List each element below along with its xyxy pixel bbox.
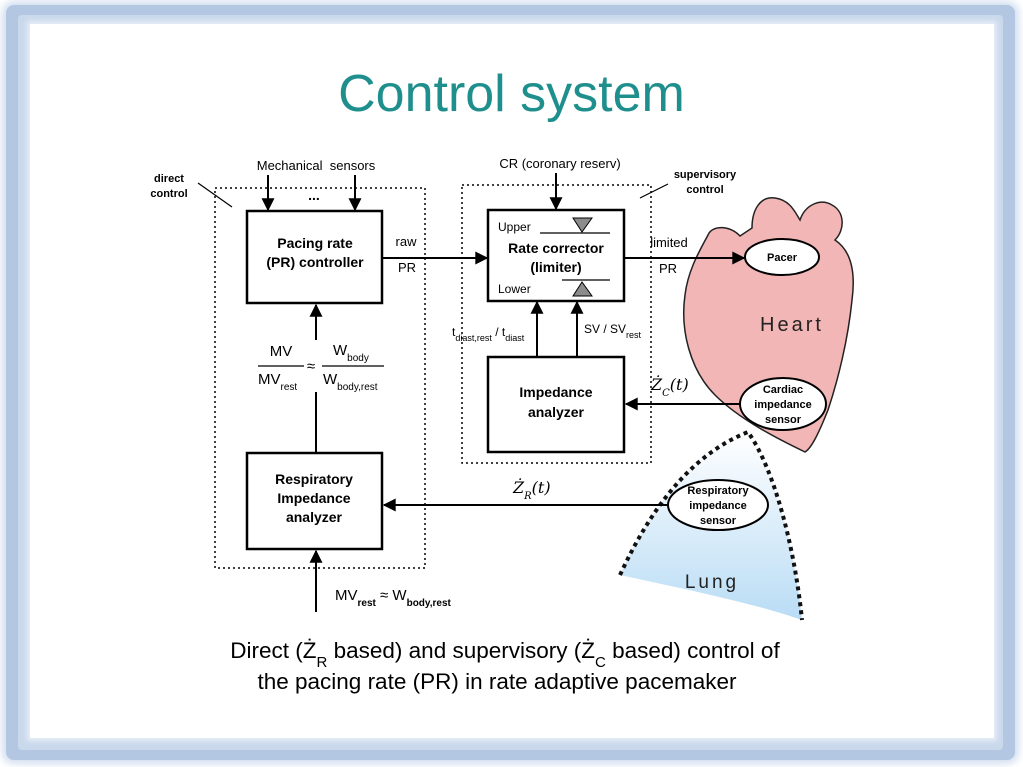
formula-mv-rest-sub: rest	[281, 382, 298, 393]
impedance-box-line1: Impedance	[519, 384, 592, 400]
pacing-rate-controller-box	[245, 209, 384, 305]
bottom-body-rest-sub: body,rest	[407, 598, 452, 609]
zc-arg: (t)	[670, 375, 689, 394]
lower-limit-label: Lower	[498, 282, 531, 296]
pacer-node	[744, 238, 820, 276]
pacing-box-line2: (PR) controller	[266, 254, 364, 270]
lung-label: Lung	[685, 572, 739, 593]
cardiac-sensor-line3: sensor	[765, 414, 802, 426]
formula-approx: ≈	[307, 358, 315, 375]
sv-main: SV / SV	[584, 322, 626, 336]
tdiast-ratio-label: tdiast,rest / tdiast	[452, 325, 525, 343]
supervisory-label-leader	[639, 183, 669, 199]
sv-ratio-label: SV / SVrest	[584, 322, 642, 340]
direct-label-leader	[197, 182, 233, 208]
rate-box-line2: (limiter)	[530, 259, 581, 275]
tdiast-sub2: diast	[505, 333, 525, 343]
raw-pr-label: PR	[398, 260, 416, 275]
slide-title: Control system	[338, 65, 685, 123]
tdiast-sub1: diast,rest	[455, 333, 492, 343]
lung-outline	[618, 429, 804, 621]
cardiac-sensor-line1: Cardiac	[763, 384, 803, 396]
zr-sym: Ż	[512, 477, 525, 497]
zc-sym: Ż	[650, 374, 663, 394]
rate-box-line1: Rate corrector	[508, 240, 604, 256]
upper-limit-label: Upper	[498, 220, 531, 234]
formula-w-body-rest: Wbody,rest	[323, 371, 378, 393]
respiratory-impedance-sensor-node	[667, 479, 769, 531]
formula-w-body: Wbody	[333, 342, 369, 364]
lower-limit-triangle-icon	[572, 281, 593, 297]
formula-mv-rest: MVrest	[258, 371, 297, 393]
zr-sub: R	[523, 491, 532, 502]
caption-l1-a: Direct (Ż	[230, 638, 316, 663]
formula-w-rest-sub: body,rest	[337, 382, 378, 393]
bottom-input-label: MVrest ≈ Wbody,rest	[335, 587, 452, 609]
direct-label-line2: control	[150, 188, 187, 200]
caption-l1-sub2: C	[595, 654, 606, 671]
pacing-box-line1: Pacing rate	[277, 235, 353, 251]
mv-weight-formula: MV MVrest ≈ Wbody Wbody,rest	[258, 342, 384, 393]
supervisory-label-line1: supervisory	[674, 169, 737, 181]
zr-arg: (t)	[532, 478, 551, 497]
formula-w-rest-main: W	[323, 371, 338, 388]
caption-l1-sub1: R	[317, 654, 328, 671]
zr-signal-label: ŻR(t)	[512, 477, 551, 502]
resp-sensor-line2: impedance	[689, 500, 746, 512]
formula-mv: MV	[270, 343, 293, 360]
limited-pr-label: PR	[659, 261, 677, 276]
supervisory-control-group	[461, 184, 652, 464]
direct-control-group	[214, 187, 426, 569]
formula-w-sub: body	[347, 353, 369, 364]
heart-label: Heart	[760, 314, 824, 336]
impedance-box-line2: analyzer	[528, 404, 585, 420]
caption-l1-c: based) control of	[606, 638, 781, 663]
rate-corrector-box	[486, 208, 626, 303]
resp-box-line3: analyzer	[286, 509, 343, 525]
formula-mv-rest-main: MV	[258, 371, 281, 388]
resp-box-line1: Respiratory	[275, 471, 353, 487]
supervisory-label-line2: control	[686, 184, 723, 196]
formula-w-main: W	[333, 342, 348, 359]
sv-sub: rest	[626, 330, 642, 340]
bottom-mid: ≈ W	[376, 587, 408, 604]
cardiac-sensor-line2: impedance	[754, 399, 811, 411]
sensors-ellipsis: ...	[308, 187, 320, 203]
zc-sub: C	[662, 388, 670, 399]
zc-signal-label: ŻC(t)	[650, 374, 689, 399]
respiratory-impedance-analyzer-box	[245, 451, 384, 551]
caption-line1: Direct (ŻR based) and supervisory (ŻC ba…	[230, 638, 780, 671]
resp-sensor-line3: sensor	[700, 515, 737, 527]
coronary-reserve-label: CR (coronary reserv)	[499, 156, 620, 171]
caption-line2: the pacing rate (PR) in rate adaptive pa…	[257, 669, 737, 694]
direct-label-line1: direct	[154, 173, 184, 185]
tdiast-sep: / t	[492, 325, 506, 339]
limited-label: limited	[650, 235, 688, 250]
bottom-rest-sub: rest	[358, 598, 377, 609]
mechanical-sensors-label: Mechanical sensors	[257, 158, 376, 173]
tdiast-t1: t	[452, 325, 456, 339]
bottom-mv: MV	[335, 587, 358, 604]
upper-limit-triangle-icon	[572, 217, 593, 233]
pacer-label: Pacer	[767, 252, 798, 264]
caption-l1-b: based) and supervisory (Ż	[327, 638, 595, 663]
raw-label: raw	[396, 234, 418, 249]
resp-sensor-line1: Respiratory	[687, 485, 749, 497]
resp-box-line2: Impedance	[277, 490, 350, 506]
impedance-analyzer-box	[486, 355, 626, 454]
